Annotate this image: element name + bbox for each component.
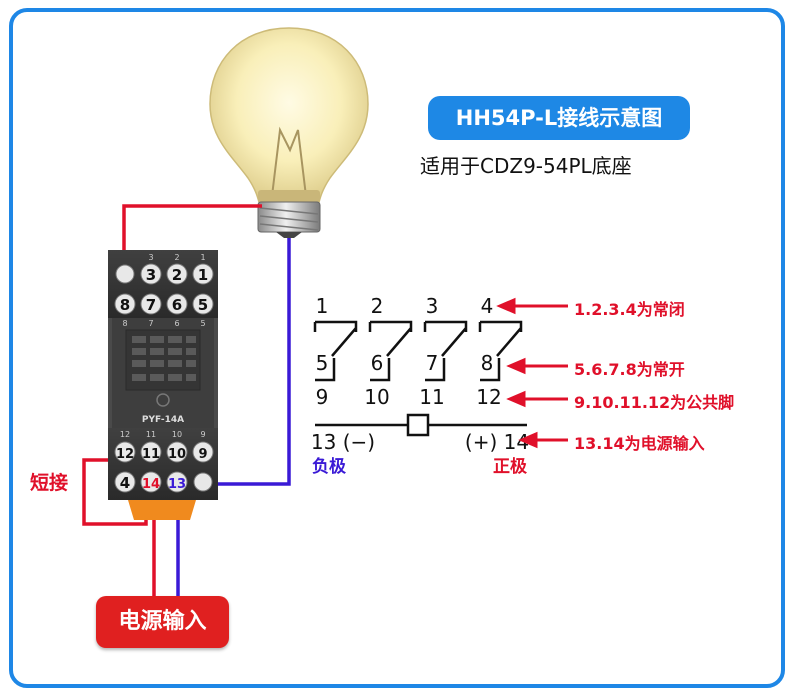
terminal-label: 11	[142, 447, 160, 462]
terminal-7[interactable]: 7	[140, 293, 162, 315]
terminal-1[interactable]: 1	[192, 263, 214, 285]
terminal-label: 5	[198, 296, 208, 314]
contact-number: 12	[476, 385, 501, 409]
terminal-label: 6	[172, 296, 182, 314]
terminal-label: 2	[172, 266, 182, 284]
terminal-11[interactable]: 11	[140, 441, 162, 463]
top-small-label: 6	[174, 319, 179, 328]
terminal-label: 10	[168, 447, 186, 462]
negative-pole-label: 负极	[312, 456, 346, 477]
light-bulb-icon	[209, 27, 369, 238]
terminal-2[interactable]: 2	[166, 263, 188, 285]
annotation-nc: 1.2.3.4为常闭	[574, 300, 685, 319]
contact-number: 11	[419, 385, 444, 409]
bottom-small-label: 9	[200, 430, 205, 439]
terminal-label: 8	[120, 296, 130, 314]
contact-number: 6	[371, 351, 384, 375]
terminal-label: 1	[198, 266, 208, 284]
power-input-badge: 电源输入	[96, 596, 229, 648]
short-circuit-label: 短接	[30, 472, 69, 494]
top-small-label: 1	[200, 253, 205, 262]
contact-number: 4	[481, 294, 494, 318]
terminal-label: 4	[120, 474, 130, 492]
bottom-small-label: 11	[146, 430, 156, 439]
terminal-10[interactable]: 10	[166, 441, 188, 463]
terminal-label: 14	[142, 477, 160, 492]
socket-model: PYF-14A	[142, 415, 184, 425]
bottom-small-label: 12	[120, 430, 130, 439]
terminal-label: 12	[116, 447, 134, 462]
annotation-power: 13.14为电源输入	[574, 434, 705, 453]
terminal-3[interactable]: 3	[140, 263, 162, 285]
terminal-13[interactable]: 13	[166, 471, 188, 493]
positive-pole-label: 正极	[493, 457, 527, 477]
terminal-label: 3	[146, 266, 156, 284]
terminal-label: 9	[198, 447, 207, 462]
diagram-title: HH54P-L接线示意图	[428, 96, 690, 140]
top-small-label: 2	[174, 253, 179, 262]
terminal-12[interactable]: 12	[114, 441, 136, 463]
terminal-label: 7	[146, 296, 156, 314]
annotation-no: 5.6.7.8为常开	[574, 360, 685, 379]
annotation-arrows	[496, 297, 568, 449]
contact-number: 1	[316, 294, 329, 318]
contact-number: 8	[481, 351, 494, 375]
contact-number: 5	[316, 351, 329, 375]
terminal-6[interactable]: 6	[166, 293, 188, 315]
contact-number: 7	[426, 351, 439, 375]
relay-schematic	[313, 320, 527, 437]
terminal-14[interactable]: 14	[140, 471, 162, 493]
top-small-label: 5	[200, 319, 205, 328]
terminal-8[interactable]: 8	[114, 293, 136, 315]
top-small-label: 8	[122, 319, 127, 328]
contact-number: 9	[316, 385, 329, 409]
top-small-label: 7	[148, 319, 153, 328]
diagram-subtitle: 适用于CDZ9-54PL底座	[420, 154, 632, 178]
annotation-common: 9.10.11.12为公共脚	[574, 393, 735, 412]
contact-number: 3	[426, 294, 439, 318]
terminal-5[interactable]: 5	[192, 293, 214, 315]
contact-number: 10	[364, 385, 389, 409]
coil-positive-label: (+) 14	[465, 430, 529, 454]
coil-negative-label: 13 (−)	[311, 430, 375, 454]
top-small-label: 3	[148, 253, 153, 262]
bottom-small-label: 10	[172, 430, 182, 439]
terminal-label: 13	[168, 477, 186, 492]
contact-number: 2	[371, 294, 384, 318]
terminal-9[interactable]: 9	[192, 441, 214, 463]
terminal-4[interactable]: 4	[114, 471, 136, 493]
